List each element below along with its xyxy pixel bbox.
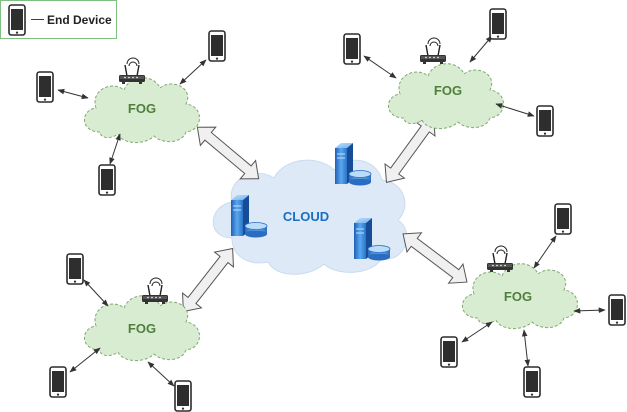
fog-bottom-left: FOG <box>49 253 200 412</box>
fog-label: FOG <box>434 83 462 98</box>
legend: — End Device <box>0 0 117 39</box>
smartphone-icon <box>66 253 84 285</box>
router-icon <box>486 245 514 273</box>
smartphone-icon <box>208 30 226 62</box>
fog-top-left: FOG <box>36 30 226 196</box>
double-arrow-icon <box>395 223 475 293</box>
smartphone-icon <box>489 8 507 40</box>
smartphone-icon <box>174 380 192 412</box>
router-icon <box>419 37 447 65</box>
smartphone-icon <box>536 105 554 137</box>
cloud-node: CLOUD <box>212 142 408 275</box>
fog-label: FOG <box>128 101 156 116</box>
smartphone-icon <box>554 203 572 235</box>
fog-bottom-right: FOG <box>440 203 626 398</box>
smartphone-icon <box>98 164 116 196</box>
cloud-label: CLOUD <box>283 209 329 224</box>
legend-smartphone-icon <box>8 4 26 36</box>
double-arrow-icon <box>189 117 267 189</box>
router-icon <box>118 57 146 85</box>
smartphone-icon <box>608 294 626 326</box>
smartphone-icon <box>49 366 67 398</box>
fog-top-right: FOG <box>343 8 554 137</box>
fog-label: FOG <box>128 321 156 336</box>
smartphone-icon <box>440 336 458 368</box>
fog-label: FOG <box>504 289 532 304</box>
smartphone-icon <box>343 33 361 65</box>
legend-label: End Device <box>47 13 112 27</box>
router-icon <box>141 277 169 305</box>
legend-dash: — <box>31 11 44 26</box>
smartphone-icon <box>523 366 541 398</box>
smartphone-icon <box>36 71 54 103</box>
